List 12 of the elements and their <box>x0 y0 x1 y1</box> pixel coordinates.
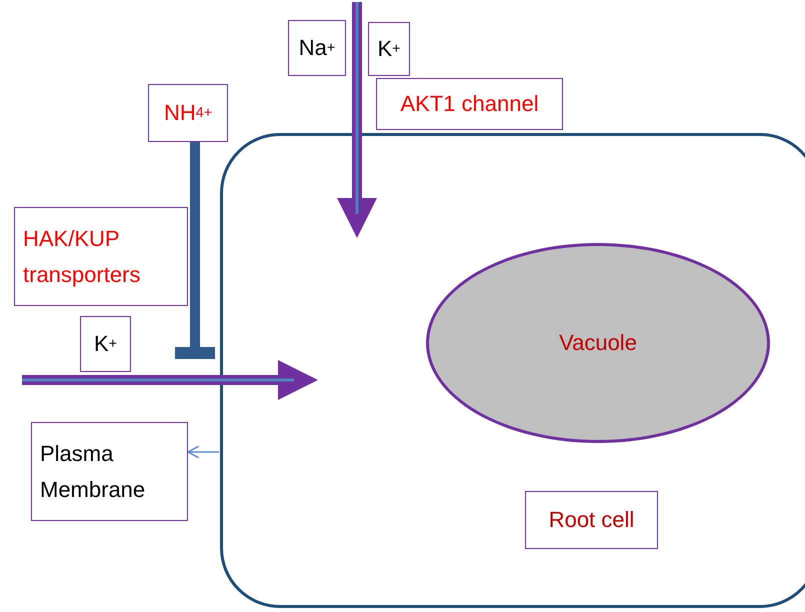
leader-line <box>187 445 219 459</box>
label-box: Root cell <box>525 491 658 549</box>
label-box: AKT1 channel <box>376 78 563 130</box>
label-box: HAK/KUP transporters <box>14 207 188 306</box>
cell-outline <box>220 133 805 608</box>
ion-label: Na$^{+}$ <box>288 20 346 76</box>
ion-label: K$^{+}$ <box>80 316 131 372</box>
arrow <box>22 360 318 400</box>
arrow <box>337 2 377 238</box>
ion-label: K$^{+}$ <box>368 22 410 76</box>
label-box: Plasma Membrane <box>31 422 188 521</box>
vacuole-label: Vacuole <box>559 329 637 358</box>
